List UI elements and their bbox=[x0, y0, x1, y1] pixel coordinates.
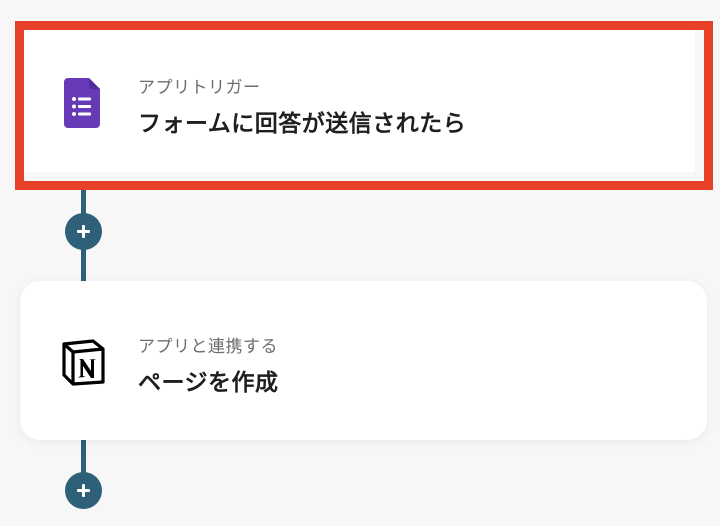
action-step-card[interactable]: アプリと連携する ページを作成 bbox=[20, 281, 707, 440]
notion-icon bbox=[60, 338, 106, 390]
step-title: フォームに回答が送信されたら bbox=[138, 111, 467, 137]
add-step-button[interactable] bbox=[65, 472, 102, 509]
step-title: ページを作成 bbox=[138, 370, 279, 396]
google-forms-icon bbox=[64, 78, 100, 132]
connector-line bbox=[81, 440, 86, 480]
plus-icon bbox=[77, 484, 90, 497]
step-kind-label: アプリトリガー bbox=[138, 78, 261, 98]
add-step-button[interactable] bbox=[65, 213, 102, 250]
step-kind-label: アプリと連携する bbox=[138, 337, 278, 357]
plus-icon bbox=[77, 225, 90, 238]
trigger-step-card[interactable]: アプリトリガー フォームに回答が送信されたら bbox=[24, 30, 695, 172]
